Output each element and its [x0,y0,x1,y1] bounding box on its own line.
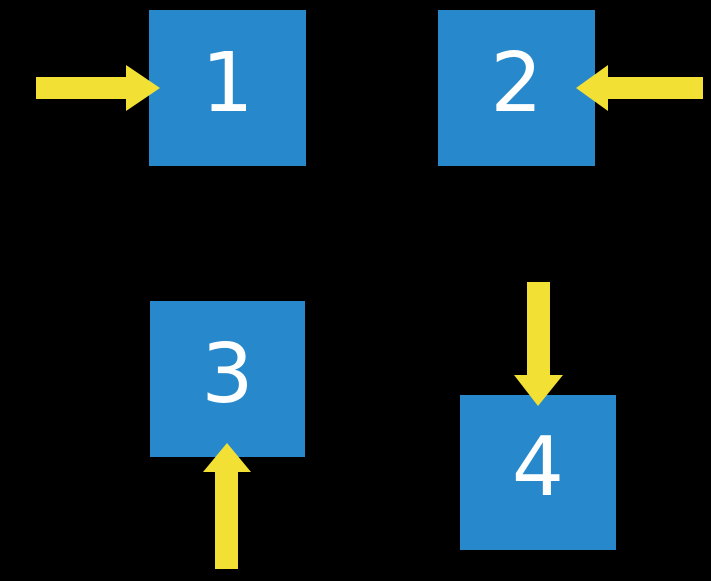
arrow-right-icon [36,65,160,111]
arrow-up-icon [203,443,251,569]
square-1 [149,10,306,166]
square-4 [460,395,616,550]
square-3 [150,301,305,457]
square-1-label: 1 [201,36,253,131]
square-2 [438,10,595,166]
square-4-label: 4 [512,420,564,515]
square-2-label: 2 [490,36,542,131]
arrow-down-icon [514,282,563,406]
square-3-label: 3 [201,327,253,422]
arrow-left-icon [576,65,703,111]
